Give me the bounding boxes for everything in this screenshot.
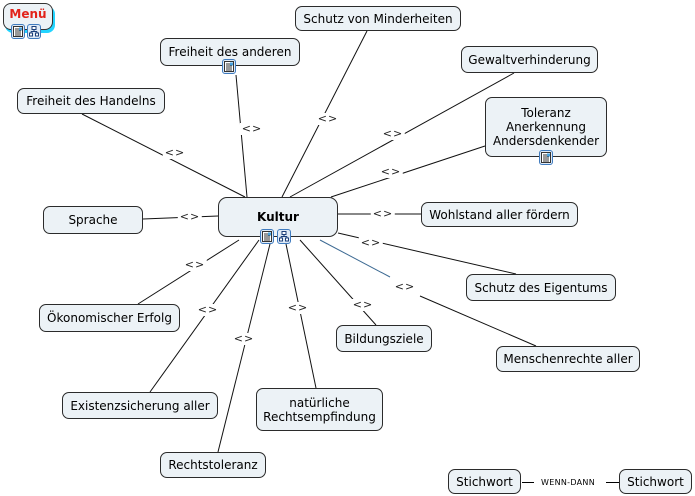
node-label: Schutz des Eigentums	[474, 280, 608, 295]
connection-line[interactable]	[285, 243, 317, 389]
connection-line[interactable]	[419, 295, 537, 347]
node-schutz-von-minderheiten[interactable]: Schutz von Minderheiten	[295, 6, 461, 31]
node-label: natürliche Rechtsempfindung	[263, 395, 376, 424]
node-freiheit-des-handelns[interactable]: Freiheit des Handelns	[17, 88, 165, 114]
node-gewaltverhinderung[interactable]: Gewaltverhinderung	[461, 46, 598, 73]
legend-node-left: Stichwort	[448, 469, 521, 494]
link-label[interactable]: <>	[315, 112, 341, 125]
notes-icon[interactable]	[222, 59, 236, 74]
link-label[interactable]: <>	[380, 127, 406, 140]
notes-icon[interactable]	[260, 229, 274, 244]
node-existenzsicherung-aller[interactable]: Existenzsicherung aller	[62, 392, 218, 419]
node-toleranz-anerkennung[interactable]: Toleranz Anerkennung Andersdenkender	[485, 97, 607, 157]
legend-node-right: Stichwort	[619, 469, 692, 494]
link-label[interactable]: <>	[195, 303, 221, 316]
link-label[interactable]: <>	[378, 165, 404, 178]
node-label: Gewaltverhinderung	[468, 52, 591, 67]
connection-line[interactable]	[137, 239, 240, 305]
legend-label: Stichwort	[456, 474, 513, 489]
node-label: Bildungsziele	[344, 331, 424, 346]
link-label[interactable]: <>	[285, 301, 311, 314]
legend-connector	[606, 482, 619, 483]
link-label[interactable]: <>	[370, 207, 396, 220]
connection-line[interactable]	[319, 239, 391, 278]
node-label: Freiheit des Handelns	[26, 94, 156, 108]
node-menschenrechte-aller[interactable]: Menschenrechte aller	[496, 346, 640, 372]
hierarchy-icon[interactable]	[27, 24, 41, 39]
link-label[interactable]: <>	[177, 210, 203, 223]
node-schutz-des-eigentums[interactable]: Schutz des Eigentums	[466, 274, 616, 301]
node-label: Ökonomischer Erfolg	[47, 311, 172, 325]
notes-icon[interactable]	[539, 150, 553, 165]
center-node-label: Kultur	[257, 210, 299, 224]
node-wohlstand-aller-foerdern[interactable]: Wohlstand aller fördern	[421, 202, 578, 227]
node-bildungsziele[interactable]: Bildungsziele	[336, 325, 432, 352]
link-label[interactable]: <>	[231, 332, 257, 345]
link-label[interactable]: <>	[162, 146, 188, 159]
node-label: Schutz von Minderheiten	[303, 11, 453, 26]
connection-line[interactable]	[299, 239, 377, 326]
node-label: Existenzsicherung aller	[70, 398, 210, 413]
notes-icon[interactable]	[11, 24, 25, 39]
node-sprache[interactable]: Sprache	[43, 206, 143, 234]
node-label: Rechtstoleranz	[168, 458, 258, 472]
legend-connector	[522, 482, 534, 483]
connection-line[interactable]	[217, 243, 271, 453]
node-label: Freiheit des anderen	[168, 45, 292, 59]
node-oekonomischer-erfolg[interactable]: Ökonomischer Erfolg	[39, 304, 180, 332]
menu-label: Menü	[9, 7, 47, 21]
node-label: Toleranz Anerkennung Andersdenkender	[492, 106, 600, 148]
link-label[interactable]: <>	[239, 122, 265, 135]
node-label: Sprache	[68, 213, 118, 227]
node-label: Menschenrechte aller	[503, 352, 633, 366]
legend-relation-label: WENN-DANN	[541, 478, 595, 487]
link-label[interactable]: <>	[358, 236, 384, 249]
hierarchy-icon[interactable]	[277, 229, 291, 244]
connection-line[interactable]	[149, 239, 260, 393]
node-label: Wohlstand aller fördern	[429, 207, 570, 222]
legend-label: Stichwort	[627, 474, 684, 489]
node-rechtstoleranz[interactable]: Rechtstoleranz	[160, 452, 266, 478]
link-label[interactable]: <>	[182, 258, 208, 271]
link-label[interactable]: <>	[392, 280, 418, 293]
link-label[interactable]: <>	[350, 298, 376, 311]
connection-line[interactable]	[235, 74, 248, 198]
node-natuerliche-rechtsempfindung[interactable]: natürliche Rechtsempfindung	[256, 388, 383, 431]
connection-line[interactable]	[330, 145, 486, 198]
